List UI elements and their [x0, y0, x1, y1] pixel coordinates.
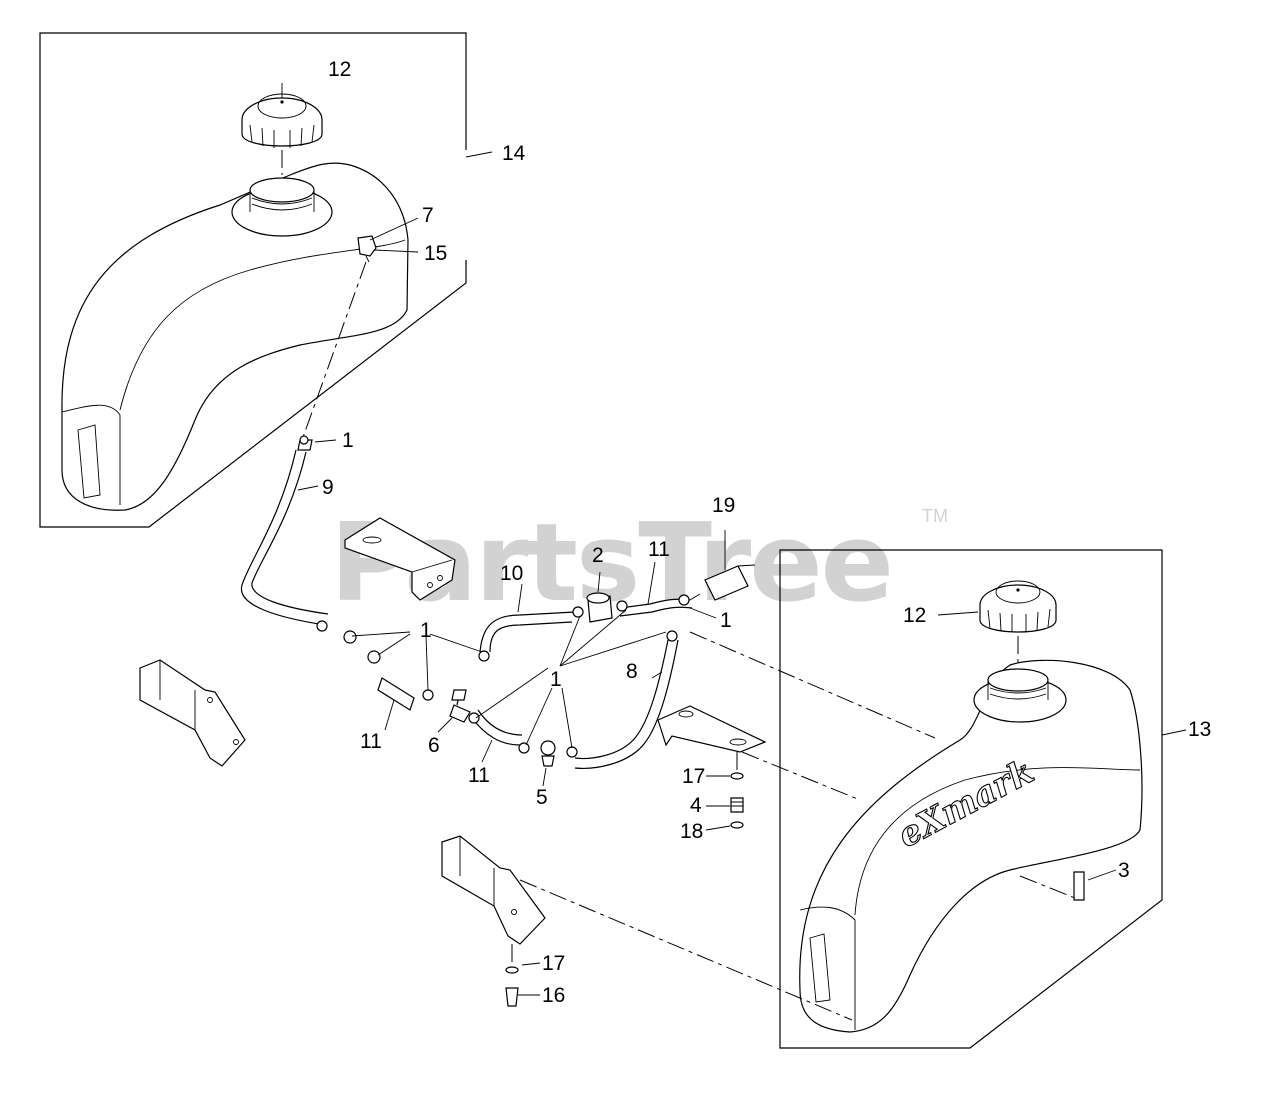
callout-3: 3: [1118, 859, 1130, 882]
callout-8: 8: [626, 660, 638, 683]
callout-10: 10: [500, 562, 523, 585]
lower-heel-bracket: [441, 835, 546, 945]
left-leader-lines: [281, 83, 493, 491]
left-fuel-tank: [61, 162, 409, 511]
callout-labels: 12 14 7 15 1 9 19 2 11 10 1 12 1 8 13 1 …: [322, 58, 1211, 1007]
fuel-lines: [240, 435, 756, 769]
right-assembly-frame: [779, 549, 1163, 1049]
callout-14: 14: [502, 142, 526, 165]
callout-11-top: 11: [648, 538, 670, 561]
callout-1-left: 1: [420, 619, 432, 642]
left-tank-assembly: [39, 32, 467, 528]
callout-16: 16: [542, 984, 565, 1007]
left-heel-bracket: [139, 659, 246, 767]
callout-4: 4: [690, 794, 702, 817]
callout-12-left: 12: [328, 58, 351, 81]
callout-5: 5: [536, 786, 548, 809]
right-fuel-tank: [799, 659, 1143, 1033]
callout-7: 7: [422, 204, 434, 227]
callout-11-bottom: 11: [468, 764, 490, 787]
callout-1-right: 1: [720, 609, 732, 632]
callout-11-left: 11: [360, 730, 382, 753]
watermark-trademark: TM: [922, 506, 948, 526]
callout-15: 15: [424, 242, 447, 265]
elbow-fitting-part: [357, 235, 377, 257]
callout-19: 19: [712, 494, 735, 517]
callout-18: 18: [680, 820, 703, 843]
callout-9: 9: [322, 476, 334, 499]
callout-1-center: 1: [550, 668, 562, 691]
callout-12-right: 12: [903, 604, 926, 627]
right-fuel-cap: [979, 580, 1057, 668]
callout-17-right: 17: [682, 765, 705, 788]
center-leader-lines: [351, 530, 1187, 996]
tee-fitting-6: [449, 704, 471, 723]
callout-17-bottom: 17: [542, 952, 565, 975]
right-bracket: [657, 705, 767, 753]
reference-lines: [519, 631, 1081, 1021]
callout-13: 13: [1188, 718, 1211, 741]
callout-1-top: 1: [342, 429, 354, 452]
fuel-filter: [704, 565, 749, 601]
callout-2: 2: [592, 544, 604, 567]
upper-bracket: [344, 517, 456, 601]
grommet-3: [1073, 871, 1085, 901]
hose-9: [240, 449, 326, 626]
mounting-brackets: [139, 517, 767, 1007]
tank-brand-logo: eXmark: [891, 751, 1040, 856]
left-fuel-cap: [241, 93, 323, 175]
callout-6: 6: [428, 734, 440, 757]
left-assembly-frame: [39, 32, 467, 528]
